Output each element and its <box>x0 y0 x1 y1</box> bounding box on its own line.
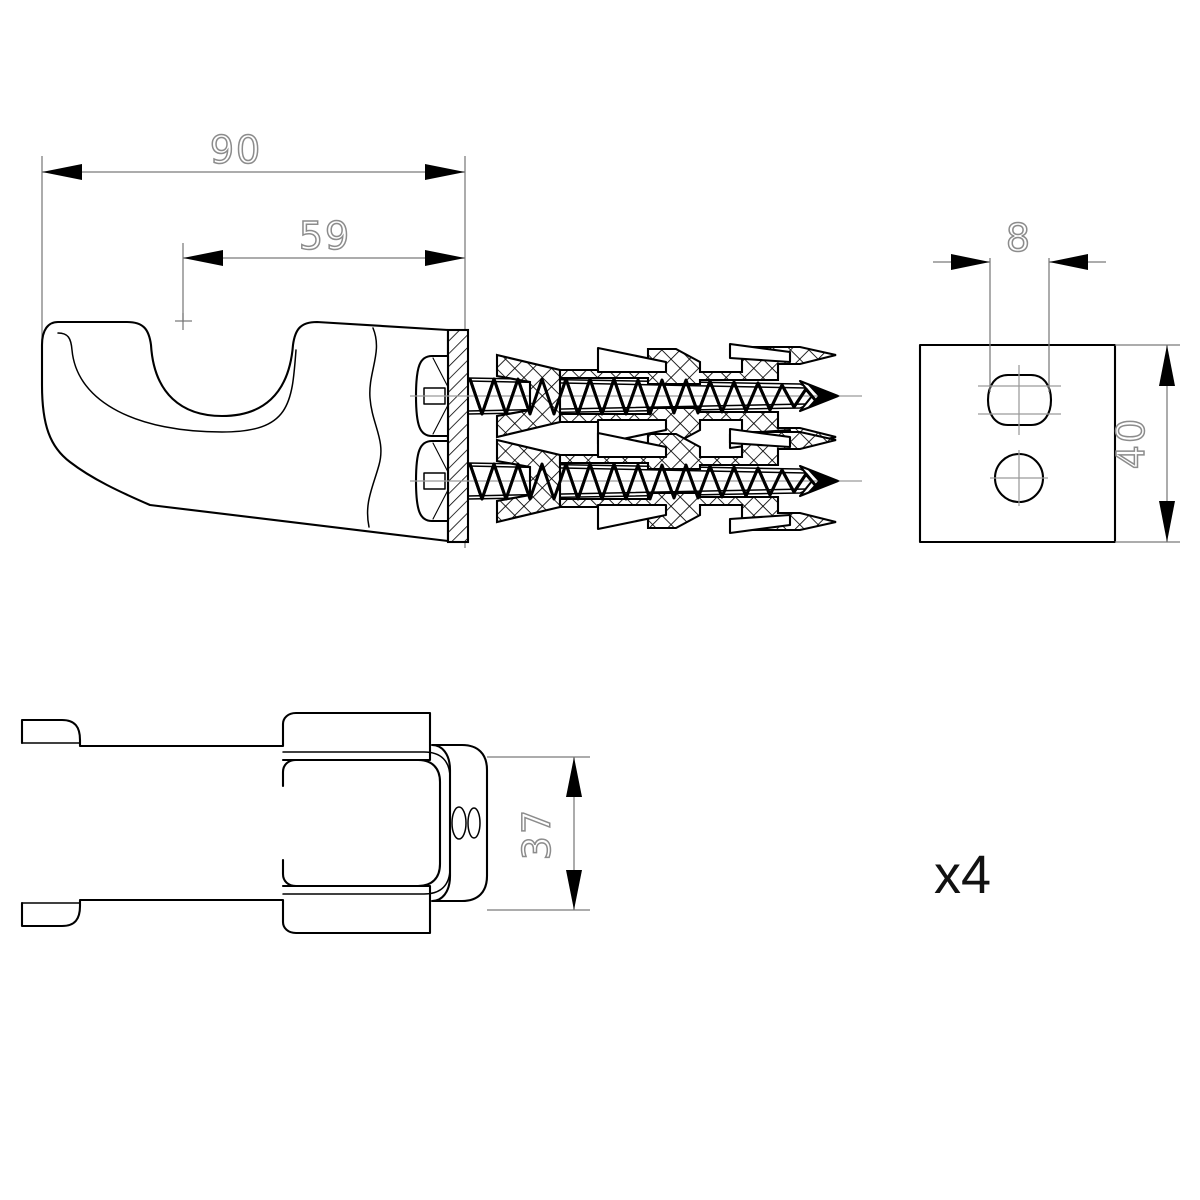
side-section-view <box>40 320 862 544</box>
plan-arm-upper <box>20 711 432 788</box>
dimension-length-hook-center: 59 <box>175 213 465 330</box>
anchor-lower <box>495 427 837 535</box>
mounting-plate-section <box>446 328 470 544</box>
saddle-inner-edge <box>57 332 297 433</box>
dimension-value-8: 8 <box>1006 216 1032 260</box>
screw-slot-upper <box>423 387 446 405</box>
anchor-lower-wing-d <box>728 513 792 535</box>
screw-slot-lower <box>423 472 446 490</box>
screw-overlay-upper <box>468 377 840 416</box>
arrowhead-top <box>566 757 582 797</box>
screw-tip-solid-lower <box>806 468 840 494</box>
center-mark-cross <box>175 313 192 330</box>
plan-mount-end-edge <box>461 744 488 902</box>
arrowhead-left <box>183 250 223 266</box>
dimension-value-40: 40 <box>1109 417 1153 469</box>
arrowhead-bottom <box>566 870 582 910</box>
anchor-upper-wing-c <box>728 342 792 364</box>
dimension-slot-width: 8 <box>933 215 1106 392</box>
plan-body-offset <box>282 751 451 895</box>
plan-arm-lower-inner <box>21 902 81 907</box>
screw-thread-overlay-upper <box>468 377 818 416</box>
screw-thread-overlay-lower <box>468 462 818 501</box>
anchor-lower-wing-b <box>596 503 668 531</box>
anchor-lower-wing-a <box>596 431 668 459</box>
arrowhead-right <box>425 250 465 266</box>
plate-outline <box>918 343 1117 544</box>
dimension-length-overall: 90 <box>41 127 466 548</box>
oval-hole-right <box>467 807 481 839</box>
dimension-plate-height: 40 <box>1108 344 1180 543</box>
break-line <box>366 327 382 528</box>
anchor-lower-collar <box>495 438 562 524</box>
arrowhead-right <box>425 164 465 180</box>
plan-arm-upper-inner <box>21 739 81 744</box>
anchor-upper-collar <box>495 353 562 439</box>
screw-overlay-lower <box>468 462 840 501</box>
arrowhead-left <box>42 164 82 180</box>
mounting-plate <box>446 328 470 544</box>
anchor-upper-wing-a <box>596 346 668 374</box>
anchor-lower-wing-c <box>728 427 792 449</box>
arrowhead-right <box>1049 254 1088 270</box>
dimension-value-37: 37 <box>515 808 559 860</box>
plan-arm-lower <box>20 858 432 935</box>
quantity-annotation: x4 <box>934 845 991 905</box>
dimension-value-59: 59 <box>299 214 351 258</box>
arrowhead-top <box>1159 345 1175 386</box>
plan-body-outline <box>281 758 442 888</box>
front-plate-view <box>918 343 1117 544</box>
oval-hole-left <box>451 806 467 840</box>
hook-body-outline <box>40 320 450 543</box>
dimension-saddle-width: 37 <box>487 756 590 911</box>
screw-tip-solid-upper <box>806 383 840 409</box>
arrowhead-left <box>951 254 990 270</box>
dimension-value-90: 90 <box>210 128 262 172</box>
arrowhead-bottom <box>1159 501 1175 542</box>
plan-view <box>20 711 489 935</box>
